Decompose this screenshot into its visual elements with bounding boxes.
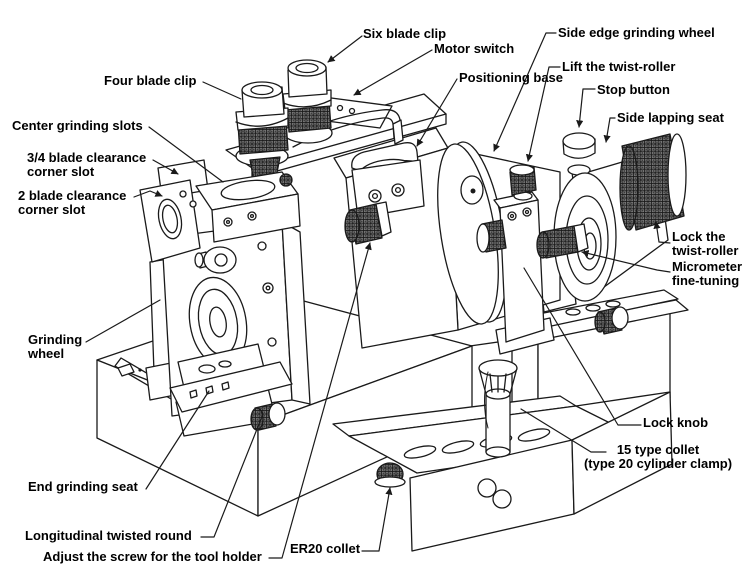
leader-two-blade — [133, 190, 163, 198]
tool-holder-screw-part — [344, 201, 392, 245]
leader-positioning-base — [416, 78, 458, 147]
leader-four-blade-clip — [202, 81, 242, 100]
six-blade-clip-part — [282, 59, 333, 144]
label-lock-knob: Lock knob — [643, 415, 709, 430]
lock-knob-part — [594, 306, 629, 335]
leader-adjust-screw — [268, 242, 372, 559]
leader-six-blade-clip — [327, 35, 363, 63]
side-lapping-assembly-part — [536, 132, 687, 302]
end-grinding-seat-part — [169, 343, 293, 431]
label-fifteen-type-collet: 15 type collet (type 20 cylinder clamp) — [583, 442, 733, 471]
twist-roller-column-part — [476, 164, 555, 355]
leader-fifteen-type-collet — [520, 408, 607, 453]
leader-micrometer — [581, 250, 671, 273]
er20-collet-part — [374, 462, 406, 488]
four-blade-clip-part — [235, 81, 289, 184]
leader-center-grinding-slots — [148, 126, 224, 183]
leader-side-lapping-seat — [603, 117, 616, 143]
leader-end-grinding-seat — [145, 390, 210, 490]
leader-lines — [85, 32, 671, 559]
label-side-lapping-seat: Side lapping seat — [617, 110, 724, 125]
leader-lock-knob — [523, 267, 642, 426]
label-lift-the-twist-roller: Lift the twist-roller — [562, 59, 676, 74]
label-adjust-screw-tool-holder: Adjust the screw for the tool holder — [43, 549, 262, 564]
longitudinal-knob-part — [250, 402, 286, 431]
leader-stop-button — [576, 88, 596, 128]
label-six-blade-clip: Six blade clip — [363, 26, 447, 41]
tool-holder-clamp-part — [344, 142, 425, 245]
leader-motor-switch — [353, 49, 433, 96]
column-side-knob-part — [476, 219, 507, 253]
leader-lock-twist-roller — [653, 221, 671, 244]
leader-er20-collet — [361, 487, 393, 552]
label-micrometer-fine-tuning: Micrometer fine-tuning — [672, 259, 743, 288]
leader-three-quarter-blade — [152, 159, 179, 175]
label-four-blade-clip: Four blade clip — [104, 73, 197, 88]
leader-longitudinal — [200, 413, 264, 538]
small-boss-part — [194, 246, 237, 274]
label-end-grinding-seat: End grinding seat — [28, 479, 138, 494]
two-blade-clearance-plate-part — [139, 179, 201, 263]
side-lapping-seat-drum-part — [619, 133, 687, 231]
center-grinding-slots-part — [195, 171, 301, 243]
label-stop-button: Stop button — [597, 82, 670, 97]
label-side-edge-grinding-wheel: Side edge grinding wheel — [558, 25, 715, 40]
grinding-wheel-part — [188, 276, 248, 368]
label-er20-collet: ER20 collet — [290, 541, 361, 556]
label-lock-the-twist-roller: Lock the twist-roller — [672, 229, 739, 258]
label-two-blade-clearance: 2 blade clearance corner slot — [18, 188, 127, 217]
leader-lift-twist-roller — [525, 66, 561, 162]
label-center-grinding-slots: Center grinding slots — [12, 118, 143, 133]
lift-twist-roller-knob-part — [509, 164, 537, 201]
label-positioning-base: Positioning base — [459, 70, 564, 85]
micrometer-knob-part — [536, 223, 589, 259]
fifteen-type-collet-part — [478, 359, 518, 458]
label-grinding-wheel: Grinding wheel — [28, 332, 83, 361]
label-three-quarter-blade-clearance: 3/4 blade clearance corner slot — [27, 150, 147, 179]
leader-grinding-wheel — [85, 299, 161, 343]
label-motor-switch: Motor switch — [434, 41, 515, 56]
leader-side-edge-grinding-wheel — [493, 32, 557, 152]
label-longitudinal-twisted-round: Longitudinal twisted round — [25, 528, 192, 543]
